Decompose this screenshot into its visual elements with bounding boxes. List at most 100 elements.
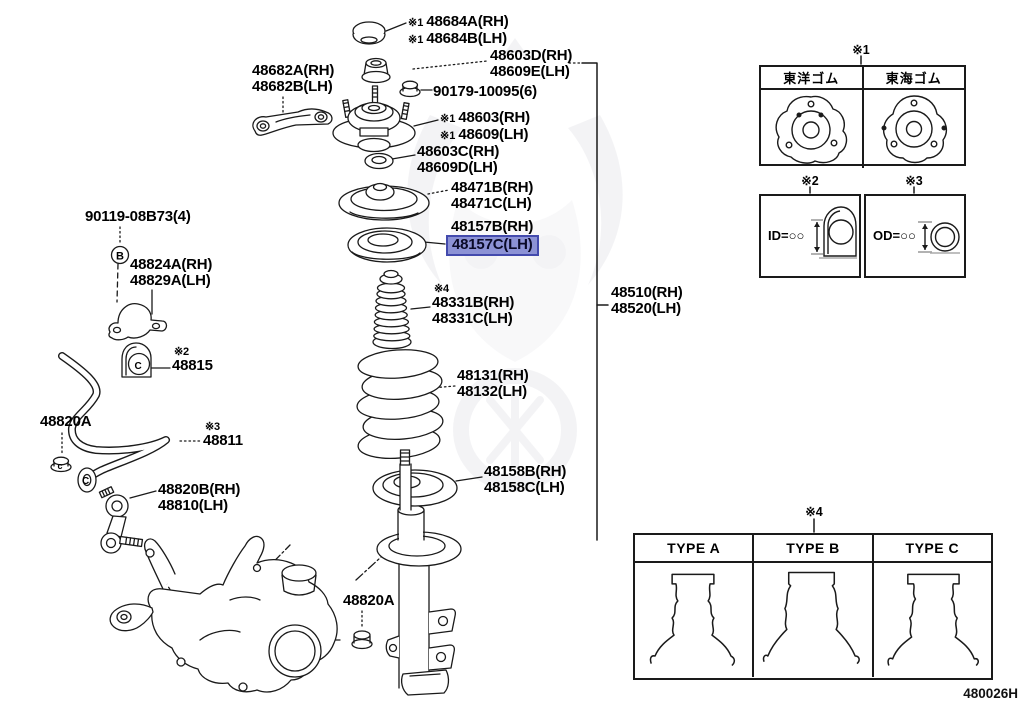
part-line: 48131(RH) xyxy=(457,368,529,384)
table-header-toyo: 東洋ゴム xyxy=(761,67,864,88)
part-label-48158[interactable]: 48158B(RH) 48158C(LH) xyxy=(484,464,566,496)
upper-seat-48471-drawing xyxy=(338,182,430,221)
support-mount-48603-drawing xyxy=(332,85,416,153)
nut-48820a-bottom-drawing xyxy=(351,630,373,650)
callout-letters: B C c C xyxy=(58,245,142,487)
part-number: 90119-08B73(4) xyxy=(85,208,191,225)
part-number: 48609(LH) xyxy=(458,126,529,143)
part-line: 48820B(RH) xyxy=(158,482,240,498)
boot-profile-type-a xyxy=(649,573,736,667)
boot-type-b-cell xyxy=(754,563,874,677)
part-line: 48820A xyxy=(40,413,92,430)
part-label-48131[interactable]: 48131(RH) 48132(LH) xyxy=(457,368,529,400)
part-number: 48158C(LH) xyxy=(484,479,565,496)
part-line: 48520(LH) xyxy=(611,301,683,317)
part-label-90179[interactable]: 90179-10095(6) xyxy=(433,84,537,100)
mount-variant-cell-toyo xyxy=(761,90,864,168)
part-number: 48331B(RH) xyxy=(432,294,515,311)
bracket-48824-drawing xyxy=(108,303,168,341)
rubber-seat-48157-drawing xyxy=(347,227,427,263)
part-label-90119[interactable]: 90119-08B73(4) xyxy=(85,209,191,225)
part-label-48820b[interactable]: 48820B(RH) 48810(LH) xyxy=(158,482,240,514)
callout-c-bar-end: C xyxy=(82,476,89,487)
id-dimension-label: ID=○○ xyxy=(768,228,805,243)
stabilizer-bar-48811-drawing xyxy=(58,352,170,493)
part-line: 48331B(RH) xyxy=(432,295,514,311)
part-line: 48510(RH) xyxy=(611,285,683,301)
part-number: 48682B(LH) xyxy=(252,78,333,95)
part-number: 48603D(RH) xyxy=(490,47,573,64)
cap-48684-drawing xyxy=(352,21,386,45)
table-header-type-a: TYPE A xyxy=(635,535,755,561)
part-line: 48682A(RH) xyxy=(252,63,334,79)
part-label-48510[interactable]: 48510(RH) 48520(LH) xyxy=(611,285,683,317)
part-label-48682[interactable]: 48682A(RH) 48682B(LH) xyxy=(252,63,334,95)
part-number: 90179-10095(6) xyxy=(433,83,537,100)
table-header-row: 東洋ゴム 東海ゴム xyxy=(761,67,964,90)
ref-mark-t1: ※1 xyxy=(852,43,870,57)
bushing-48815-drawing xyxy=(121,342,152,378)
ref-mark-t2: ※2 xyxy=(801,174,819,188)
ref-mark: ※1 xyxy=(440,130,456,142)
part-line: 90119-08B73(4) xyxy=(85,209,191,225)
part-label-48820a-left[interactable]: 48820A xyxy=(40,413,92,430)
part-number: 48471B(RH) xyxy=(451,179,534,196)
part-number: 48609E(LH) xyxy=(490,63,570,80)
part-label-48820a-bottom[interactable]: 48820A xyxy=(343,592,395,609)
ref-mark: ※1 xyxy=(408,34,424,46)
ref-table-mount-variants: 東洋ゴム 東海ゴム xyxy=(759,65,966,168)
part-number: 48157B(RH) xyxy=(451,218,534,235)
ref-box-inner-diameter: ID=○○ xyxy=(759,194,861,278)
part-number: 48603(RH) xyxy=(458,109,530,126)
arm-48682-drawing xyxy=(252,108,333,136)
ref-table-boot-types: TYPE A TYPE B TYPE C xyxy=(633,533,993,680)
part-number: 48829A(LH) xyxy=(130,272,211,289)
strut-48510-drawing xyxy=(372,449,462,696)
part-number: 48158B(RH) xyxy=(484,463,567,480)
part-line-highlighted[interactable]: 48157C(LH) xyxy=(446,235,539,256)
part-label-48331[interactable]: ※4 48331B(RH) 48331C(LH) xyxy=(432,283,514,327)
part-label-48471[interactable]: 48471B(RH) 48471C(LH) xyxy=(451,180,533,212)
part-number: 48603C(RH) xyxy=(417,143,500,160)
part-number: 48331C(LH) xyxy=(432,310,513,327)
mount-variant-cell-tokai xyxy=(864,90,965,168)
part-number: 48684B(LH) xyxy=(426,30,507,47)
boot-type-c-cell xyxy=(874,563,991,677)
part-line: 48810(LH) xyxy=(158,498,240,514)
part-line: 48471B(RH) xyxy=(451,180,533,196)
part-line: 90179-10095(6) xyxy=(433,84,537,100)
table-header-row: TYPE A TYPE B TYPE C xyxy=(635,535,991,563)
part-line: 48158B(RH) xyxy=(484,464,566,480)
part-label-48157[interactable]: 48157B(RH) 48157C(LH) xyxy=(446,219,539,256)
nut-48603d-drawing xyxy=(361,57,391,84)
part-number: 48682A(RH) xyxy=(252,62,335,79)
ref-box-outer-diameter: OD=○○ xyxy=(864,194,966,278)
part-label-48603d[interactable]: 48603D(RH) 48609E(LH) xyxy=(490,48,572,80)
ref-mark: ※4 xyxy=(434,283,449,295)
part-line: 48609E(LH) xyxy=(490,64,572,80)
part-number: 48684A(RH) xyxy=(426,13,509,30)
washer-48603c-drawing xyxy=(364,152,394,170)
part-label-48815[interactable]: ※2 48815 xyxy=(172,346,213,374)
part-number: 48810(LH) xyxy=(158,497,228,514)
part-number: 48520(LH) xyxy=(611,300,681,317)
ref-mark: ※1 xyxy=(408,17,424,29)
part-label-48824[interactable]: 48824A(RH) 48829A(LH) xyxy=(130,257,212,289)
part-label-48603c[interactable]: 48603C(RH) 48609D(LH) xyxy=(417,144,499,176)
part-line: 48157B(RH) xyxy=(446,219,539,235)
part-line: 48829A(LH) xyxy=(130,273,212,289)
ref-mark-t3: ※3 xyxy=(905,174,923,188)
part-label-48811[interactable]: ※3 48811 xyxy=(203,421,243,449)
table-header-type-b: TYPE B xyxy=(754,535,874,561)
ref-mark: ※2 xyxy=(174,346,189,358)
callout-c-nut: c xyxy=(58,461,63,471)
part-number: 48132(LH) xyxy=(457,383,527,400)
part-number: 48820A xyxy=(40,413,92,430)
part-number: 48131(RH) xyxy=(457,367,529,384)
part-number: 48820A xyxy=(343,592,395,609)
